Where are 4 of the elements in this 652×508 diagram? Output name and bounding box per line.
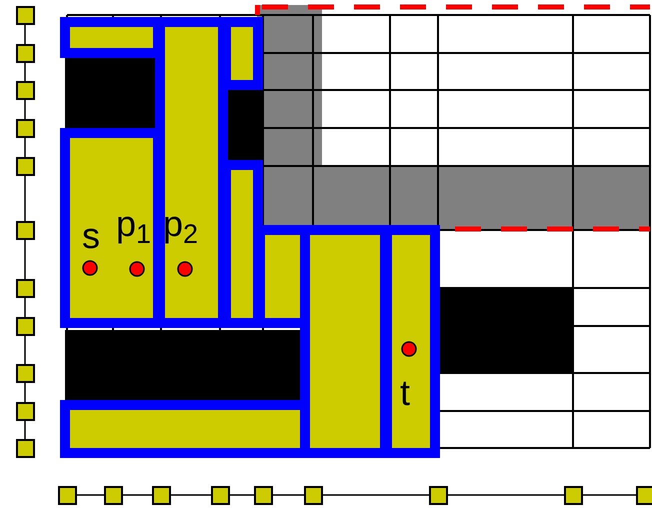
point-label: t bbox=[400, 375, 410, 411]
point-label: s bbox=[82, 218, 100, 254]
point-label: p$_{2}$ bbox=[163, 206, 198, 242]
point-label: p$_{1}$ bbox=[116, 206, 152, 242]
